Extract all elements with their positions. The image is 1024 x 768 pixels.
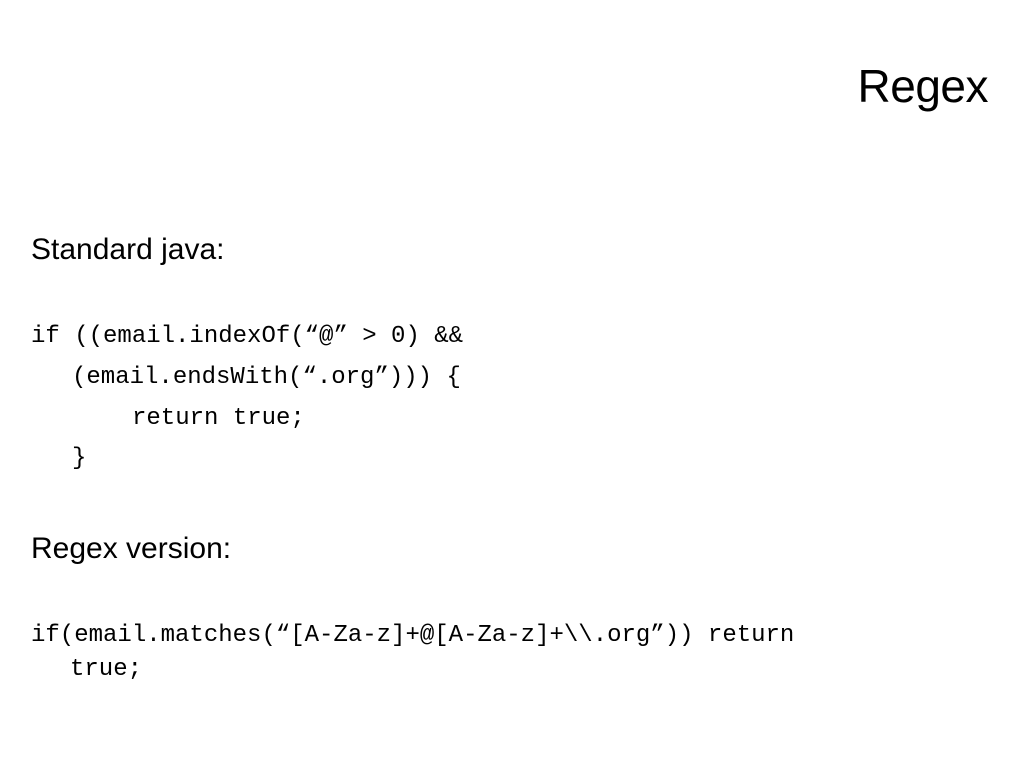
code-line: (email.endsWith(“.org”))) { [72, 364, 461, 391]
code-line: return true; [132, 405, 305, 432]
slide-title: Regex [857, 60, 989, 112]
section-heading-regex-version: Regex version: [31, 532, 232, 565]
code-line: if ((email.indexOf(“@” > 0) && [31, 323, 464, 350]
code-line: if(email.matches(“[A-Za-z]+@[A-Za-z]+\\.… [31, 622, 795, 649]
code-line: true; [70, 656, 143, 683]
code-line: } [72, 445, 87, 472]
section-heading-standard-java: Standard java: [31, 233, 225, 266]
